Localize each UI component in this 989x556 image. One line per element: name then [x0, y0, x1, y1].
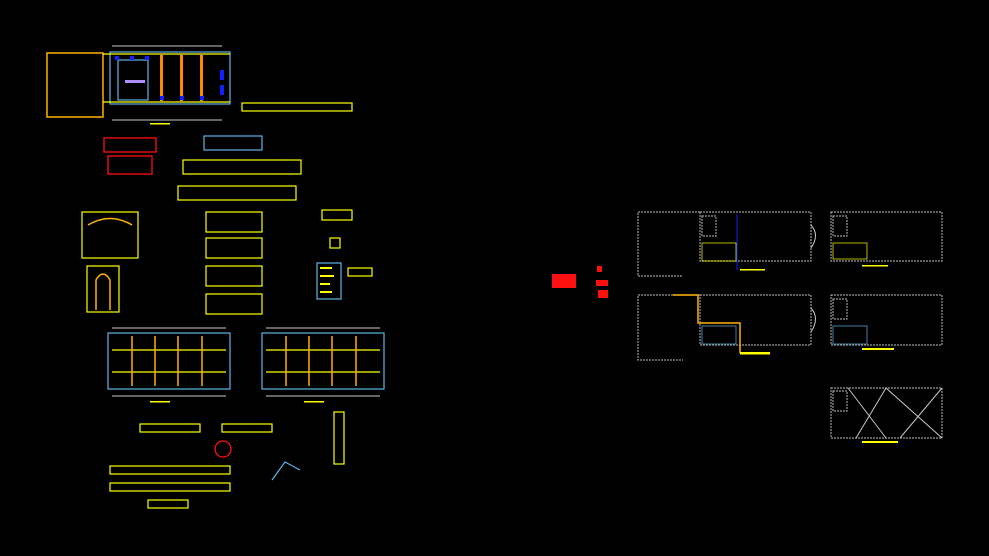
- legend-box: [316, 262, 342, 300]
- building-outline: [109, 51, 231, 105]
- floor-plan-3: [637, 294, 816, 361]
- door-elevation: [81, 211, 139, 259]
- detail-sheets: [81, 135, 373, 315]
- section-details: [109, 411, 345, 509]
- beam: [180, 55, 183, 101]
- slab-plan-2: [261, 327, 385, 403]
- beam: [200, 55, 203, 101]
- beam: [160, 55, 163, 101]
- slab-plan-1: [107, 327, 231, 403]
- callout-circle: [214, 440, 232, 458]
- floor-plan-4: [830, 294, 943, 350]
- floor-plan-2: [830, 211, 943, 267]
- footing-details: [241, 102, 353, 112]
- patio-outline: [46, 52, 104, 118]
- title-blocks: [552, 266, 608, 298]
- door-elevation: [86, 265, 120, 313]
- floor-plan-1: [637, 211, 816, 277]
- foundation-plan: [46, 45, 353, 125]
- roof-plan: [830, 387, 943, 443]
